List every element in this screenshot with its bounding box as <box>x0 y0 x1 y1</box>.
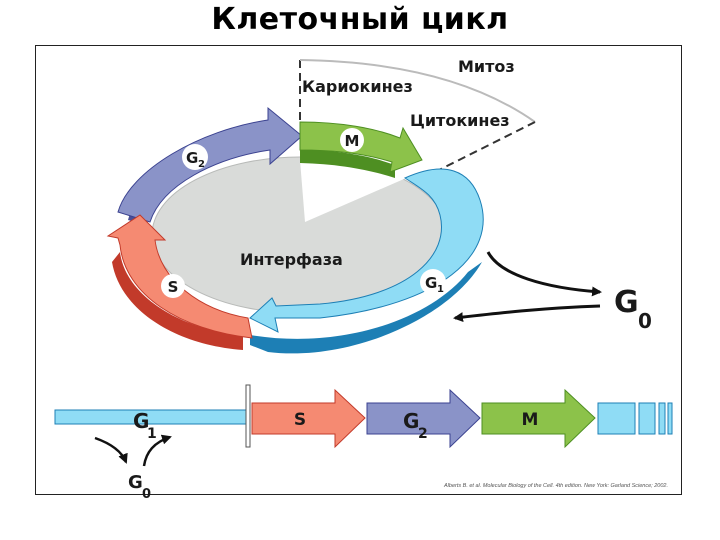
svg-text:G: G <box>133 409 149 433</box>
diagram-frame <box>35 45 682 495</box>
phase-label-g2: G 2 <box>182 144 208 170</box>
svg-text:G: G <box>128 472 143 493</box>
g1-arrow <box>249 168 484 354</box>
svg-text:2: 2 <box>198 159 205 170</box>
phase-label-g1: G 1 <box>420 269 446 295</box>
svg-text:0: 0 <box>142 487 151 502</box>
s-arrow <box>106 214 253 350</box>
g0-label: G 0 <box>614 285 652 333</box>
mitosis-label: Митоз <box>458 57 515 76</box>
svg-text:0: 0 <box>638 309 652 333</box>
phase-label-m: M <box>340 128 364 152</box>
timeline-m-arrow: M <box>481 388 596 449</box>
g0-loop-arrows <box>453 251 602 323</box>
svg-text:G: G <box>403 409 419 433</box>
svg-text:S: S <box>168 278 179 296</box>
timeline-g0-loop: G 0 <box>94 434 172 502</box>
timeline-g2-arrow: G 2 <box>366 388 481 449</box>
timeline-g1-bar: G 1 <box>54 384 251 448</box>
karyokinesis-label: Кариокинез <box>302 77 413 96</box>
svg-text:M: M <box>522 410 539 430</box>
svg-text:G: G <box>614 285 639 320</box>
timeline-s-arrow: S <box>251 388 366 449</box>
mitosis-indicator <box>299 59 536 173</box>
citation: Alberts B. et al. Molecular Biology of t… <box>443 483 668 489</box>
phase-label-s: S <box>161 274 185 298</box>
svg-text:M: M <box>345 132 360 150</box>
svg-text:1: 1 <box>437 284 444 295</box>
timeline: G 1 S G 2 M G 0 <box>54 384 673 502</box>
timeline-g1-continuation <box>597 402 673 435</box>
cytokinesis-label: Цитокинез <box>410 111 510 130</box>
interphase-label: Интерфаза <box>240 250 343 269</box>
svg-text:1: 1 <box>147 426 157 442</box>
page-title: Клеточный цикл <box>211 2 509 37</box>
svg-text:G: G <box>186 149 198 167</box>
svg-text:2: 2 <box>418 426 428 442</box>
svg-text:S: S <box>294 410 306 430</box>
svg-text:G: G <box>425 274 437 292</box>
